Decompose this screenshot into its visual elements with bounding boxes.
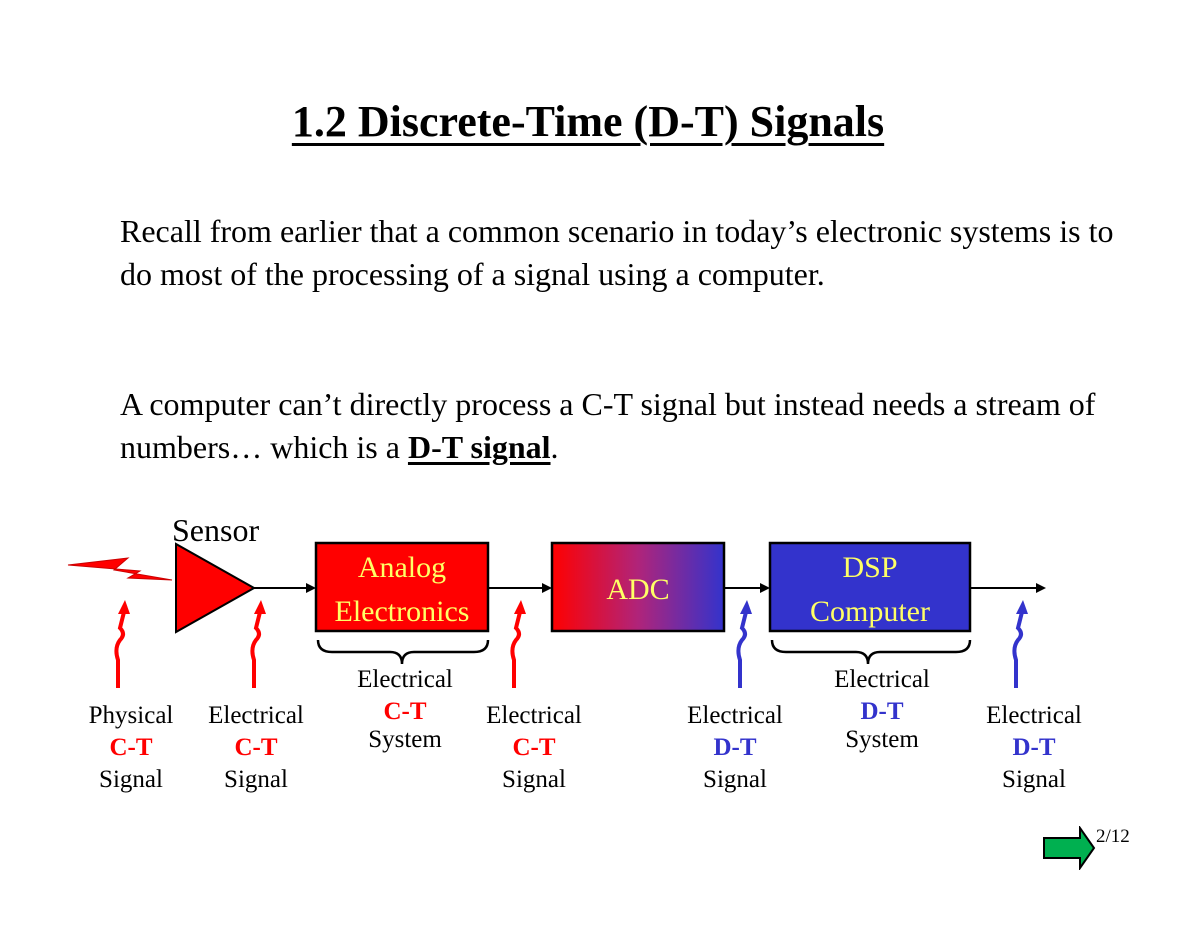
signal-domain: C-T [109,734,153,761]
signal-domain: C-T [512,734,556,761]
dsp-line2: Computer [810,595,930,628]
analog-line2: Electronics [334,595,470,628]
electrical-dt-signal-label-1: Electrical D-T Signal [675,700,795,796]
adc-label: ADC [606,573,670,606]
dt-system-brace [770,639,972,665]
signal-arrow-2 [250,600,266,688]
electrical-dt-signal-label-2: Electrical D-T Signal [974,700,1094,796]
dsp-computer-box [768,541,972,633]
signal-arrow-5 [1012,600,1028,688]
system-type: Electrical [357,666,453,693]
dsp-computer-label: DSP Computer [770,546,970,634]
system-type: Electrical [834,666,930,693]
signal-type: Electrical [986,702,1082,729]
analog-electronics-label: Analog Electronics [316,546,488,634]
signal-domain: D-T [713,734,757,761]
signal-type: Electrical [208,702,304,729]
system-domain: C-T [383,698,427,725]
signal-type: Physical [88,702,174,729]
electrical-ct-signal-label-2: Electrical C-T Signal [474,700,594,796]
ct-system-brace [316,639,490,665]
signal-arrow-3 [510,600,526,688]
signal-arrow-1 [114,600,130,688]
signal-domain: C-T [234,734,278,761]
adc-box [550,541,726,633]
slide-title: 1.2 Discrete-Time (D-T) Signals [291,97,885,146]
signal-domain: D-T [1012,734,1056,761]
page-number: 2/12 [1096,826,1130,847]
signal-word: Signal [224,766,288,793]
signal-indicators [114,600,1028,688]
signal-word: Signal [703,766,767,793]
sensor-label: Sensor [172,512,260,548]
para2-period: . [550,429,559,465]
analog-line1: Analog [357,551,447,584]
signal-word: Signal [502,766,566,793]
computer-paragraph: A computer can’t directly process a C-T … [120,383,1120,469]
intro-paragraph: Recall from earlier that a common scenar… [120,213,1114,292]
sensor-amplifier-icon [175,542,257,634]
para2-text: A computer can’t directly process a C-T … [120,386,1096,465]
lightning-bolt-icon [67,557,173,581]
signal-type: Electrical [486,702,582,729]
system-word: System [368,726,442,753]
signal-arrow-4 [736,600,752,688]
system-word: System [845,726,919,753]
physical-ct-signal-label: Physical C-T Signal [74,700,188,796]
signal-type: Electrical [687,702,783,729]
electrical-dt-system-label: Electrical D-T System [822,664,942,756]
dsp-line1: DSP [842,551,898,584]
signal-flow-arrows [254,583,1046,593]
dt-signal-emphasis: D-T signal [407,429,551,465]
electrical-ct-signal-label-1: Electrical C-T Signal [196,700,316,796]
system-domain: D-T [860,698,904,725]
signal-word: Signal [99,766,163,793]
signal-word: Signal [1002,766,1066,793]
next-slide-arrow-icon[interactable] [1040,826,1100,870]
electrical-ct-system-label: Electrical C-T System [345,664,465,756]
analog-electronics-box [314,541,490,633]
